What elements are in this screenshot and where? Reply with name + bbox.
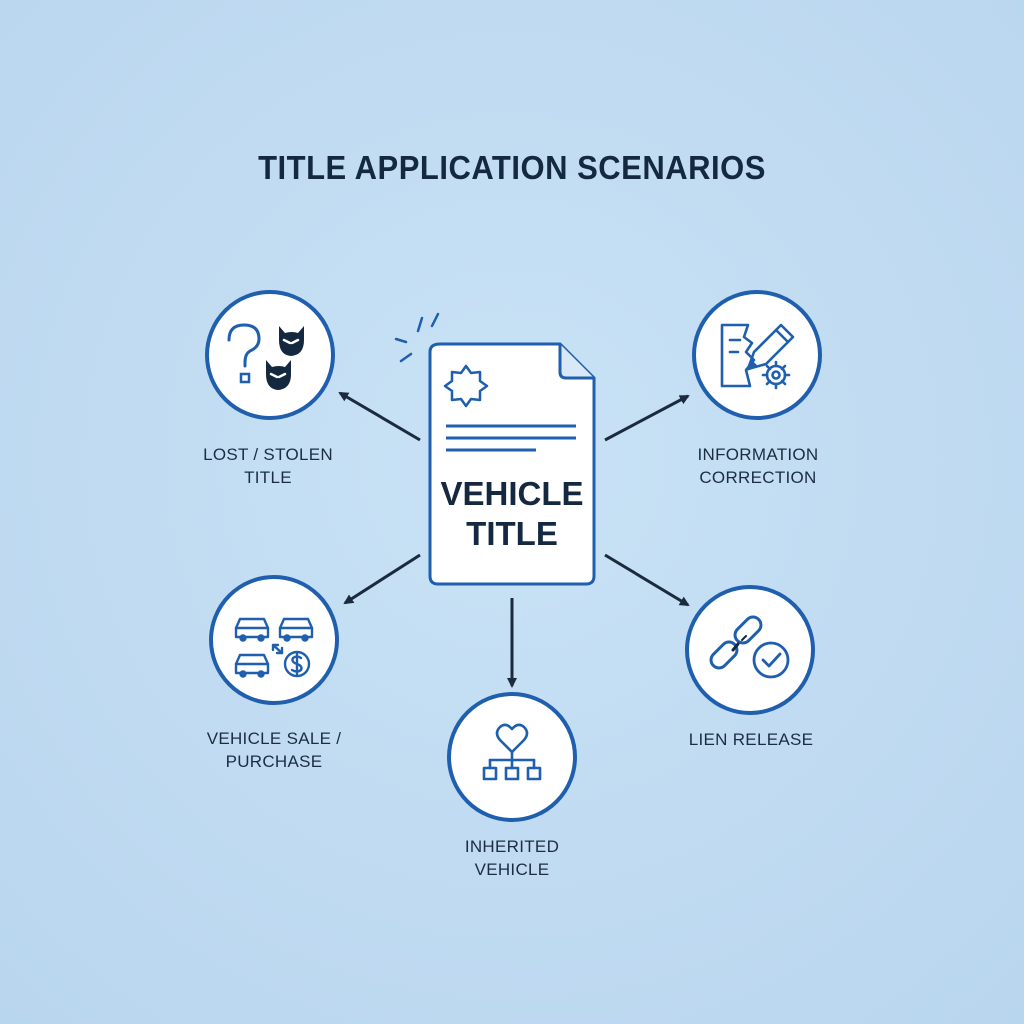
arrow-to-correction bbox=[604, 394, 690, 442]
label-inherited-vehicle: INHERITED VEHICLE bbox=[464, 837, 560, 879]
question-mask-icon bbox=[227, 323, 304, 390]
arrow-to-lost bbox=[338, 391, 421, 442]
arrow-to-sale bbox=[343, 553, 421, 605]
document-pencil-gear-icon bbox=[720, 323, 795, 390]
broken-chain-check-icon bbox=[709, 615, 790, 679]
diagram-title: TITLE APPLICATION SCENARIOS bbox=[258, 148, 766, 187]
node-vehicle-sale-purchase bbox=[209, 575, 339, 705]
arrow-to-lien bbox=[604, 553, 690, 607]
sparkle-icon bbox=[394, 312, 440, 363]
heart-family-tree-icon bbox=[482, 723, 542, 781]
node-information-correction bbox=[692, 290, 822, 420]
cars-exchange-dollar-icon bbox=[234, 617, 314, 678]
node-lost-stolen-title bbox=[205, 290, 335, 420]
label-vehicle-sale-purchase: VEHICLE SALE / PURCHASE bbox=[206, 729, 342, 771]
center-document-title: VEHICLE TITLE bbox=[432, 474, 592, 554]
node-inherited-vehicle bbox=[447, 692, 577, 822]
arrows bbox=[338, 391, 690, 688]
label-lost-stolen-title: LOST / STOLEN TITLE bbox=[203, 445, 333, 487]
center-line-2: TITLE bbox=[466, 515, 558, 552]
label-lien-release: LIEN RELEASE bbox=[688, 730, 814, 749]
center-line-1: VEHICLE bbox=[440, 475, 584, 512]
node-lien-release bbox=[685, 585, 815, 715]
vehicle-title-document bbox=[394, 312, 596, 586]
label-information-correction: INFORMATION CORRECTION bbox=[697, 445, 819, 487]
seal-icon bbox=[443, 364, 489, 408]
